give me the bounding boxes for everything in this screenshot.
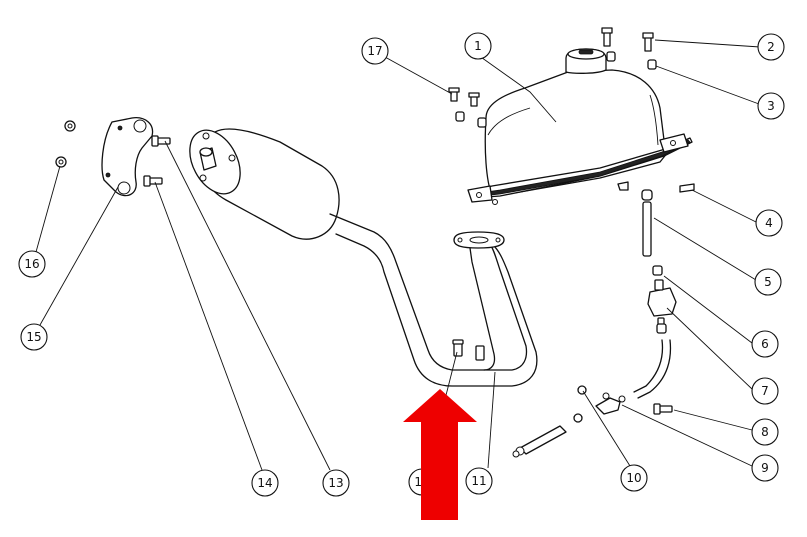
callout-15-label: 15	[26, 330, 41, 344]
fuel-tank	[467, 48, 693, 205]
callout-4: 4	[755, 209, 783, 237]
callout-10-label: 10	[626, 471, 641, 485]
callout-2-label: 2	[767, 40, 775, 54]
callout-5-label: 5	[764, 275, 772, 289]
red-highlight-arrow	[403, 389, 477, 520]
callout-1: 1	[464, 32, 492, 60]
callout-5: 5	[754, 268, 782, 296]
callout-2: 2	[757, 33, 785, 61]
callout-9-label: 9	[761, 461, 769, 475]
callout-3-label: 3	[767, 99, 775, 113]
callout-3: 3	[757, 92, 785, 120]
callout-8-label: 8	[761, 425, 769, 439]
fuel-line-parts	[512, 183, 695, 458]
muffler-bracket	[55, 117, 171, 197]
callout-17: 17	[361, 37, 389, 65]
callout-9: 9	[751, 454, 779, 482]
callout-16-label: 16	[24, 257, 39, 271]
callout-4-label: 4	[765, 216, 773, 230]
callout-7: 7	[751, 377, 779, 405]
callout-16: 16	[18, 250, 46, 278]
callout-13: 13	[322, 469, 350, 497]
callout-17-label: 17	[367, 44, 382, 58]
callout-7-label: 7	[761, 384, 769, 398]
callout-6: 6	[751, 330, 779, 358]
callout-10: 10	[620, 464, 648, 492]
muffler	[189, 128, 340, 240]
callout-6-label: 6	[761, 337, 769, 351]
leader-lines	[35, 39, 761, 471]
callout-15: 15	[20, 323, 48, 351]
callout-14-label: 14	[257, 476, 272, 490]
tank-bolts	[448, 27, 657, 128]
exhaust-pipe	[329, 213, 538, 387]
callout-11: 11	[465, 467, 493, 495]
callout-8: 8	[751, 418, 779, 446]
callout-1-label: 1	[474, 39, 482, 53]
callout-13-label: 13	[328, 476, 343, 490]
callout-11-label: 11	[471, 474, 486, 488]
callout-14: 14	[251, 469, 279, 497]
